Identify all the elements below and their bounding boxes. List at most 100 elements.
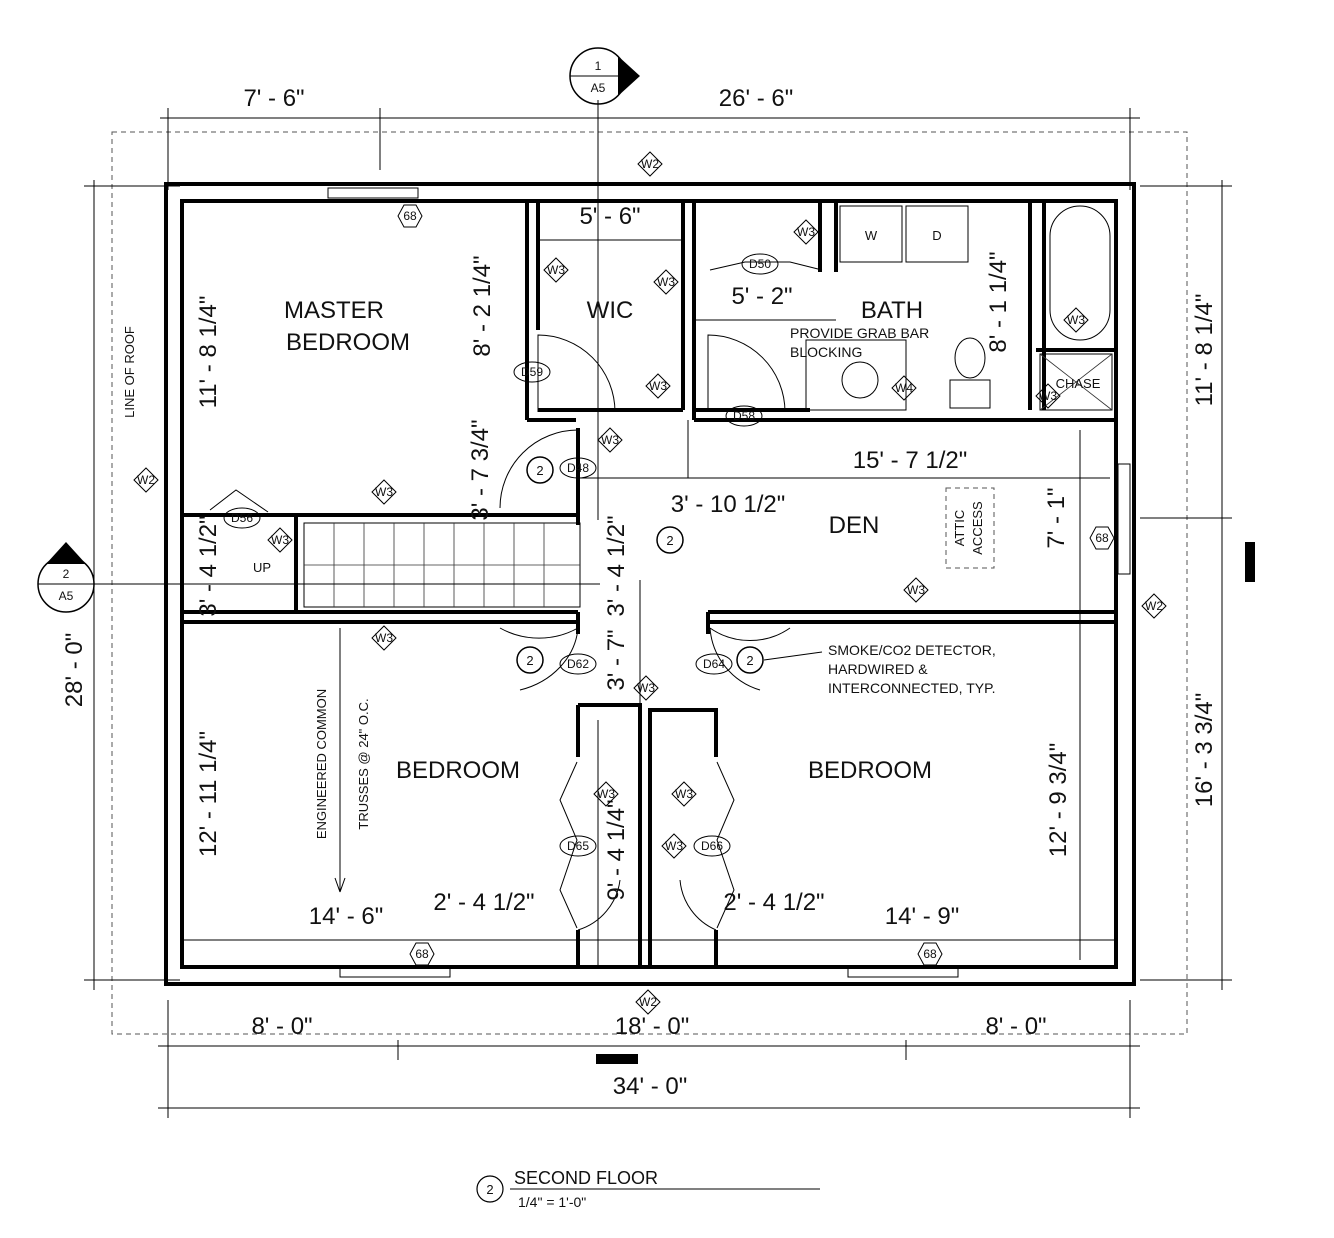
detail-tags: 2 2 2 2	[516, 456, 764, 674]
dim-top-right: 26' - 6"	[719, 85, 793, 112]
attic-access-line2: ACCESS	[970, 501, 985, 555]
section-marker-left: 2 A5	[37, 542, 95, 613]
section-left-sheet: A5	[59, 589, 74, 603]
dim-left-bed-width: 14' - 6"	[309, 903, 383, 930]
dim-hall-upper: 3' - 7 3/4"	[467, 419, 494, 520]
note-grab-bar-line2: BLOCKING	[790, 344, 862, 360]
svg-text:68: 68	[923, 947, 937, 961]
svg-text:W3: W3	[665, 839, 683, 853]
title-number-circle	[476, 1175, 504, 1203]
svg-text:W3: W3	[547, 263, 565, 277]
sink	[841, 361, 879, 399]
dim-master-wic-wall: 8' - 2 1/4"	[469, 255, 496, 356]
dim-master-height: 11' - 8 1/4"	[195, 296, 222, 409]
windows	[327, 187, 1131, 978]
svg-text:D50: D50	[749, 257, 771, 271]
room-master-line1: MASTER	[284, 297, 384, 324]
section-tick-right	[1245, 542, 1255, 582]
section-top-sheet: A5	[591, 81, 606, 95]
note-trusses-line1: ENGINEERED COMMON	[314, 689, 329, 839]
svg-text:D64: D64	[703, 657, 725, 671]
stairs	[303, 522, 581, 608]
svg-text:W3: W3	[375, 631, 393, 645]
svg-text:W3: W3	[375, 485, 393, 499]
room-master-line2: BEDROOM	[286, 329, 410, 356]
svg-text:D58: D58	[733, 409, 755, 423]
dim-closet-left: 2' - 4 1/2"	[433, 889, 534, 916]
svg-text:W3: W3	[637, 681, 655, 695]
svg-text:2: 2	[666, 533, 673, 548]
dim-bath-height: 8' - 1 1/4"	[985, 251, 1012, 352]
svg-text:D65: D65	[567, 839, 589, 853]
svg-text:W3: W3	[649, 379, 667, 393]
dryer-label: D	[932, 228, 941, 243]
room-bedroom-left: BEDROOM	[396, 757, 520, 784]
dim-bottom-middle: 18' - 0"	[615, 1013, 689, 1040]
svg-text:D59: D59	[521, 365, 543, 379]
svg-text:W3: W3	[907, 583, 925, 597]
dim-hall-mid: 3' - 4 1/2"	[603, 515, 630, 616]
washer-label: W	[865, 228, 878, 243]
dim-hall-low: 3' - 7"	[603, 629, 630, 690]
door-swings	[209, 261, 823, 931]
svg-text:W3: W3	[675, 787, 693, 801]
title-name: SECOND FLOOR	[514, 1168, 658, 1188]
bathtub	[1049, 205, 1111, 341]
svg-text:2: 2	[526, 653, 533, 668]
attic-access-line1: ATTIC	[952, 510, 967, 547]
fixtures	[805, 205, 1113, 569]
svg-text:W2: W2	[1145, 599, 1163, 613]
window-type-tags: 68 68 68 68	[397, 204, 1115, 966]
window-tags: W2 W2 W2 W2 W3 W3 W3 W3 W3 W3 W4 W3 W3 W…	[133, 151, 1167, 1015]
note-trusses-line2: TRUSSES @ 24" O.C.	[356, 698, 371, 829]
note-smoke-line1: SMOKE/CO2 DETECTOR,	[828, 642, 996, 658]
dryer	[905, 205, 969, 263]
dim-den-width: 15' - 7 1/2"	[853, 447, 968, 474]
dim-top-left: 7' - 6"	[243, 85, 304, 112]
svg-text:2: 2	[746, 653, 753, 668]
section-tick-bottom	[596, 1054, 638, 1064]
dim-wic-width: 5' - 6"	[579, 203, 640, 230]
door-tags: D50 D59 D58 D48 D56 D62 D64 D65 D66	[223, 253, 779, 857]
dim-bath-width: 5' - 2"	[731, 283, 792, 310]
svg-text:W3: W3	[657, 275, 675, 289]
note-smoke-line2: HARDWIRED &	[828, 661, 928, 677]
dim-closet-depth: 9' - 4 1/4"	[603, 799, 630, 900]
dim-closet-right: 2' - 4 1/2"	[723, 889, 824, 916]
room-wic: WIC	[587, 297, 634, 324]
svg-text:D66: D66	[701, 839, 723, 853]
svg-text:D48: D48	[567, 461, 589, 475]
bifold-doors	[559, 761, 735, 929]
svg-text:W2: W2	[639, 995, 657, 1009]
dim-left-bed-height: 12' - 11 1/4"	[195, 731, 222, 857]
note-smoke-line3: INTERCONNECTED, TYP.	[828, 680, 996, 696]
note-grab-bar-line1: PROVIDE GRAB BAR	[790, 325, 929, 341]
svg-text:W2: W2	[641, 157, 659, 171]
svg-text:W2: W2	[137, 473, 155, 487]
svg-text:68: 68	[403, 209, 417, 223]
svg-text:2: 2	[536, 463, 543, 478]
drawing-title: 2 SECOND FLOOR 1/4" = 1'-0"	[476, 1168, 820, 1210]
dim-den-offset: 3' - 10 1/2"	[671, 491, 786, 518]
room-bedroom-right: BEDROOM	[808, 757, 932, 784]
svg-text:68: 68	[415, 947, 429, 961]
svg-text:68: 68	[1095, 531, 1109, 545]
dim-overall-depth: 28' - 0"	[61, 633, 88, 707]
room-chase: CHASE	[1056, 376, 1101, 391]
svg-text:W3: W3	[1067, 313, 1085, 327]
dim-den-height: 7' - 1"	[1043, 487, 1070, 548]
section-left-number: 2	[63, 567, 70, 581]
svg-text:W3: W3	[271, 533, 289, 547]
svg-text:D62: D62	[567, 657, 589, 671]
room-bath: BATH	[861, 297, 923, 324]
dim-right-bed-height: 12' - 9 3/4"	[1045, 743, 1072, 858]
dim-bottom-right: 8' - 0"	[985, 1013, 1046, 1040]
title-number: 2	[486, 1182, 493, 1197]
svg-text:W3: W3	[601, 433, 619, 447]
svg-text:W3: W3	[597, 787, 615, 801]
washer	[839, 205, 903, 263]
section-marker-top: 1 A5	[569, 47, 640, 105]
title-scale: 1/4" = 1'-0"	[518, 1194, 586, 1210]
smoke-leader	[763, 651, 823, 661]
